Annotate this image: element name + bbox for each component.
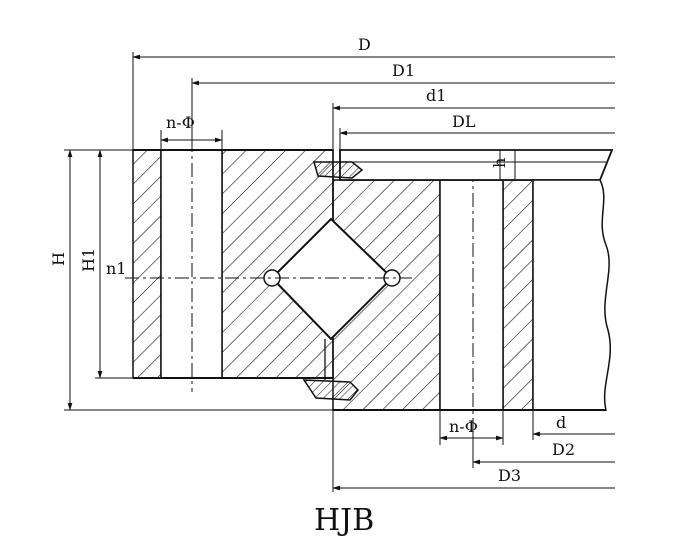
inner-ring-mounting-hole: [439, 179, 504, 411]
upper-seal: [313, 161, 364, 179]
top-dimensions: [132, 52, 615, 150]
dimension-n-phi-top: n-Φ: [166, 113, 195, 132]
dimension-n1: n1: [106, 259, 126, 278]
outer-ring-left-section: [132, 149, 162, 379]
dimension-DL: DL: [452, 112, 476, 131]
dimension-H1: H1: [79, 248, 98, 272]
dimension-D: D: [358, 35, 371, 54]
dimension-n-phi-bottom: n-Φ: [449, 417, 478, 436]
left-dimensions: [64, 149, 333, 411]
gear-band: [339, 149, 614, 181]
dimension-D2: D2: [552, 440, 575, 459]
outer-ring: [132, 138, 334, 392]
drawing-caption: HJB: [314, 503, 374, 538]
inner-ring: [332, 168, 534, 420]
dimension-d: d: [556, 413, 566, 432]
break-region: [532, 179, 612, 411]
dimension-D3: D3: [498, 466, 521, 485]
bottom-dimensions: [332, 410, 615, 492]
dimension-D1: D1: [392, 61, 415, 80]
dimension-d1: d1: [426, 86, 446, 105]
dimension-h: h: [490, 158, 509, 168]
lower-seal: [302, 379, 360, 401]
dimension-H: H: [49, 252, 68, 266]
inner-ring-right-section: [502, 179, 534, 411]
